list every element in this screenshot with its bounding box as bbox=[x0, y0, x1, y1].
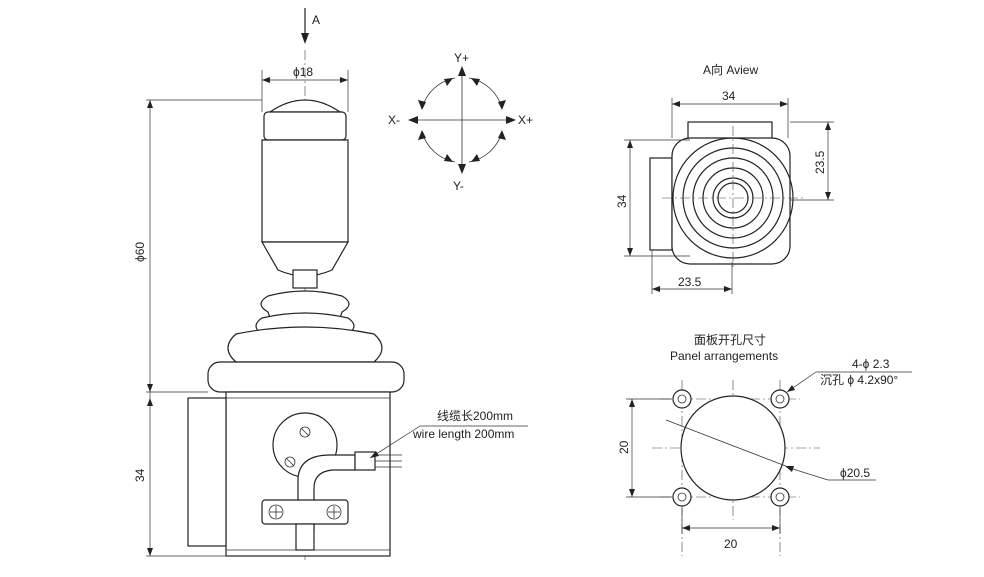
top-diameter-label: ϕ18 bbox=[293, 65, 313, 79]
panel-title-cn: 面板开孔尺寸 bbox=[694, 333, 766, 347]
overall-height-label: ϕ60 bbox=[133, 242, 147, 262]
axis-diagram: Y+ Y- X- X+ bbox=[388, 51, 533, 193]
panel-countersink-label: 沉孔 ϕ 4.2x90° bbox=[820, 373, 898, 387]
axis-x-plus: X+ bbox=[518, 113, 533, 127]
panel-center-hole-label: ϕ20.5 bbox=[840, 466, 870, 480]
a-view-bottom-width: 23.5 bbox=[678, 275, 702, 289]
side-view: ϕ18 bbox=[133, 50, 528, 560]
a-view-left-height: 34 bbox=[615, 194, 629, 208]
axis-y-minus: Y- bbox=[453, 179, 464, 193]
a-view-title: A向 Aview bbox=[703, 62, 758, 77]
a-view-right-height: 23.5 bbox=[813, 150, 827, 174]
panel-arrangement-view: 面板开孔尺寸 Panel arrangements 4-ϕ 2.3 沉孔 ϕ 4… bbox=[617, 333, 912, 556]
axis-y-plus: Y+ bbox=[454, 51, 469, 65]
cable-length-cn: 线缆长200mm bbox=[437, 409, 513, 423]
panel-width-label: 20 bbox=[724, 537, 738, 551]
panel-title-en: Panel arrangements bbox=[670, 349, 778, 363]
base-height-label: 34 bbox=[133, 468, 147, 482]
a-view: A向 Aview 34 23.5 34 bbox=[615, 62, 834, 294]
axis-x-minus: X- bbox=[388, 113, 400, 127]
panel-holes-label: 4-ϕ 2.3 bbox=[852, 357, 890, 371]
a-view-top-width: 34 bbox=[722, 89, 736, 103]
view-direction-arrow: A bbox=[301, 8, 320, 44]
cable-length-en: wire length 200mm bbox=[412, 427, 514, 441]
view-arrow-label: A bbox=[312, 13, 320, 27]
panel-height-label: 20 bbox=[617, 440, 631, 454]
